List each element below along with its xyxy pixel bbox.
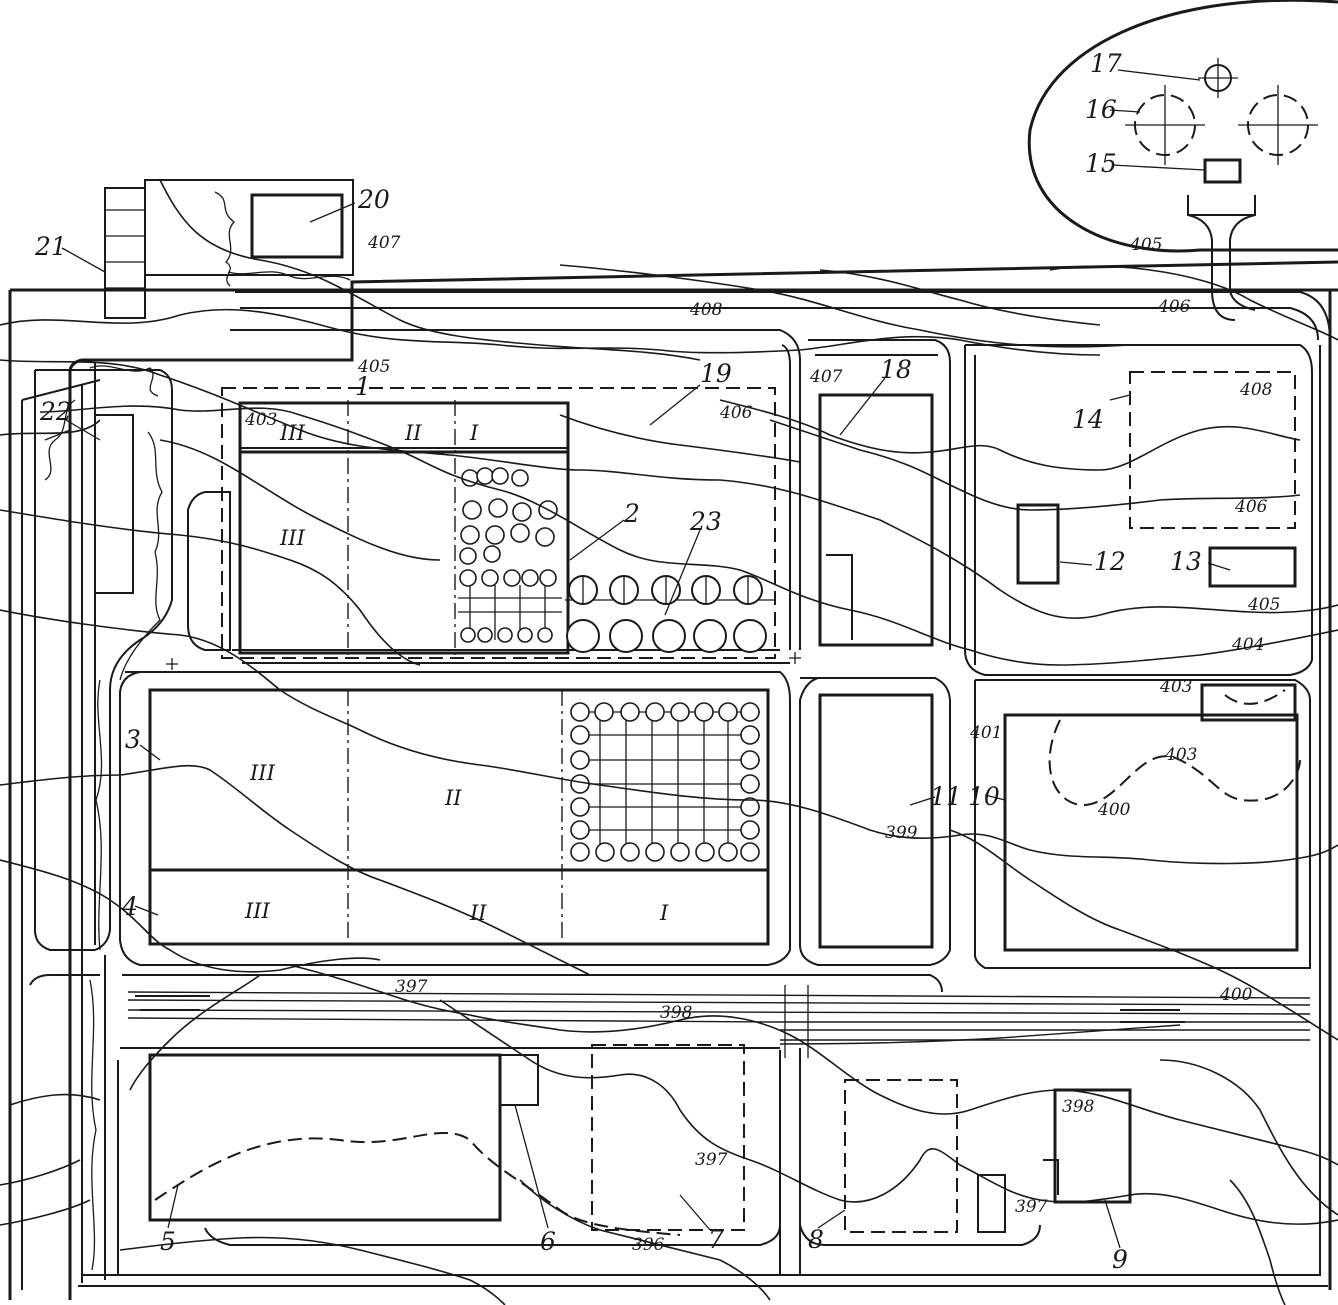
tank-rows-23 (566, 575, 767, 653)
section-upper-III-top: III (279, 421, 306, 445)
contour-label-405-a: 405 (357, 357, 390, 377)
label-5: 5 (160, 1227, 176, 1256)
site-boundary (8, 260, 1338, 1300)
contour-label-396: 396 (632, 1235, 665, 1255)
contour-label-397-c: 397 (1015, 1197, 1048, 1217)
section-upper-II-top: II (404, 421, 422, 445)
contour-label-401: 401 (969, 723, 1002, 743)
contour-label-403-c: 403 (1164, 745, 1197, 765)
grid-crosses (166, 652, 801, 670)
contour-label-403-a: 403 (244, 410, 277, 430)
contour-label-400: 400 (1219, 985, 1253, 1005)
section-upper-I-top: I (469, 421, 479, 445)
section-lower-II: II (469, 901, 487, 925)
contour-label-408-a: 408 (689, 300, 723, 320)
label-21: 21 (34, 232, 67, 261)
railway (127, 985, 1311, 1058)
label-1: 1 (355, 372, 371, 401)
contour-label-405-c: 405 (1129, 235, 1162, 255)
section-middle-II: II (444, 786, 462, 810)
middle-block (148, 688, 770, 946)
label-14: 14 (1072, 405, 1104, 434)
contour-label-404-a: 404 (1231, 635, 1264, 655)
tank-farm (1027, 0, 1338, 321)
internal-roads (29, 291, 1331, 1280)
label-20: 20 (357, 185, 390, 214)
label-4: 4 (121, 892, 138, 921)
right-buildings (818, 371, 1301, 952)
left-green-strip (44, 365, 163, 1271)
label-11: 11 (930, 782, 962, 811)
top-left-yard (104, 179, 354, 319)
label-17: 17 (1090, 49, 1122, 78)
label-9: 9 (1112, 1245, 1128, 1274)
section-labels: III II I III III II III II I (244, 421, 669, 925)
tank-frame-3 (570, 702, 760, 862)
contour-lines (0, 179, 1338, 1305)
building-labels: 17 16 15 20 21 22 19 18 14 1 2 23 12 13 … (34, 49, 1202, 1274)
contour-label-405-b: 405 (1247, 595, 1280, 615)
label-19: 19 (700, 359, 732, 388)
contour-label-408-b: 408 (1239, 380, 1273, 400)
section-middle-III: III (249, 761, 276, 785)
label-2: 2 (623, 499, 640, 528)
leader-lines (61, 69, 1231, 1249)
bottom-buildings (148, 1044, 1132, 1236)
contour-label-399: 399 (885, 823, 918, 843)
label-23: 23 (689, 507, 722, 536)
label-16: 16 (1085, 95, 1117, 124)
label-18: 18 (880, 355, 912, 384)
contour-label-407-a: 407 (367, 233, 401, 253)
label-22: 22 (39, 397, 72, 426)
contour-label-397-a: 397 (395, 977, 428, 997)
label-8: 8 (808, 1225, 824, 1254)
contour-label-398: 398 (660, 1003, 693, 1023)
section-lower-III: III (244, 899, 271, 923)
label-15: 15 (1085, 149, 1117, 178)
section-upper-III: III (279, 526, 306, 550)
contour-label-406-b: 406 (1234, 497, 1268, 517)
contour-label-398-b: 398 (1062, 1097, 1095, 1117)
tank-grid-2 (458, 467, 562, 643)
label-10: 10 (968, 782, 1000, 811)
label-12: 12 (1094, 547, 1126, 576)
contour-label-407-b: 407 (809, 367, 843, 387)
label-13: 13 (1170, 547, 1202, 576)
section-lower-I: I (659, 901, 669, 925)
label-6: 6 (540, 1227, 556, 1256)
contour-label-406-a: 406 (719, 403, 753, 423)
contour-label-400-b: 400 (1097, 800, 1131, 820)
contour-labels: 407 408 406 405 407 406 405 403 404 405 … (244, 233, 1280, 1255)
label-3: 3 (125, 725, 141, 754)
label-7: 7 (708, 1225, 724, 1254)
contour-label-406-c: 406 (1157, 297, 1191, 317)
contour-label-397-b: 397 (695, 1150, 728, 1170)
contour-label-403-b: 403 (1159, 677, 1192, 697)
